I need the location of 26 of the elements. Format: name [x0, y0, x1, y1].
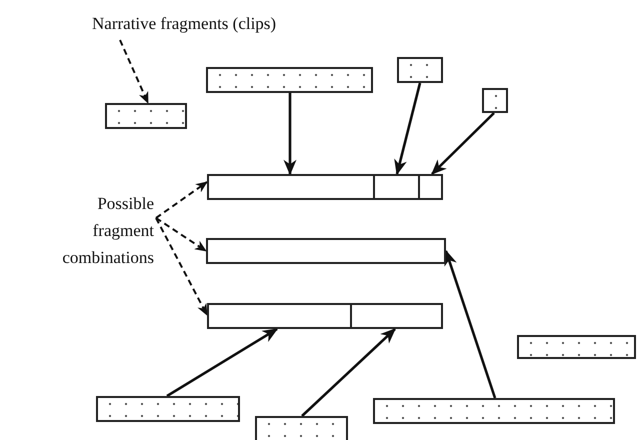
combination-bar — [207, 303, 352, 329]
clip-bar — [373, 398, 615, 424]
clip-bar — [96, 396, 240, 422]
clip-bar — [517, 335, 636, 359]
clip-bar — [397, 57, 443, 83]
dashed-arrow — [119, 40, 149, 104]
arrow — [166, 328, 278, 398]
arrow — [431, 112, 495, 175]
combination-bar — [206, 238, 446, 264]
clip-bar — [105, 103, 187, 129]
dashed-arrow — [155, 181, 208, 219]
dashed-arrow — [155, 217, 207, 252]
arrow — [394, 82, 422, 176]
dashed-arrow — [155, 218, 208, 316]
arrow — [301, 328, 396, 417]
arrow — [284, 93, 296, 176]
clip-bar — [206, 67, 373, 93]
combination-bar — [207, 174, 375, 200]
combination-bar — [350, 303, 443, 329]
clip-bar — [482, 88, 508, 113]
combination-bar — [373, 174, 420, 200]
annotation-text: Possible fragment combinations — [61, 193, 154, 269]
clip-bar — [255, 416, 348, 440]
annotation-text: Narrative fragments (clips) — [92, 13, 276, 35]
arrow — [444, 250, 496, 398]
combination-bar — [418, 174, 443, 200]
